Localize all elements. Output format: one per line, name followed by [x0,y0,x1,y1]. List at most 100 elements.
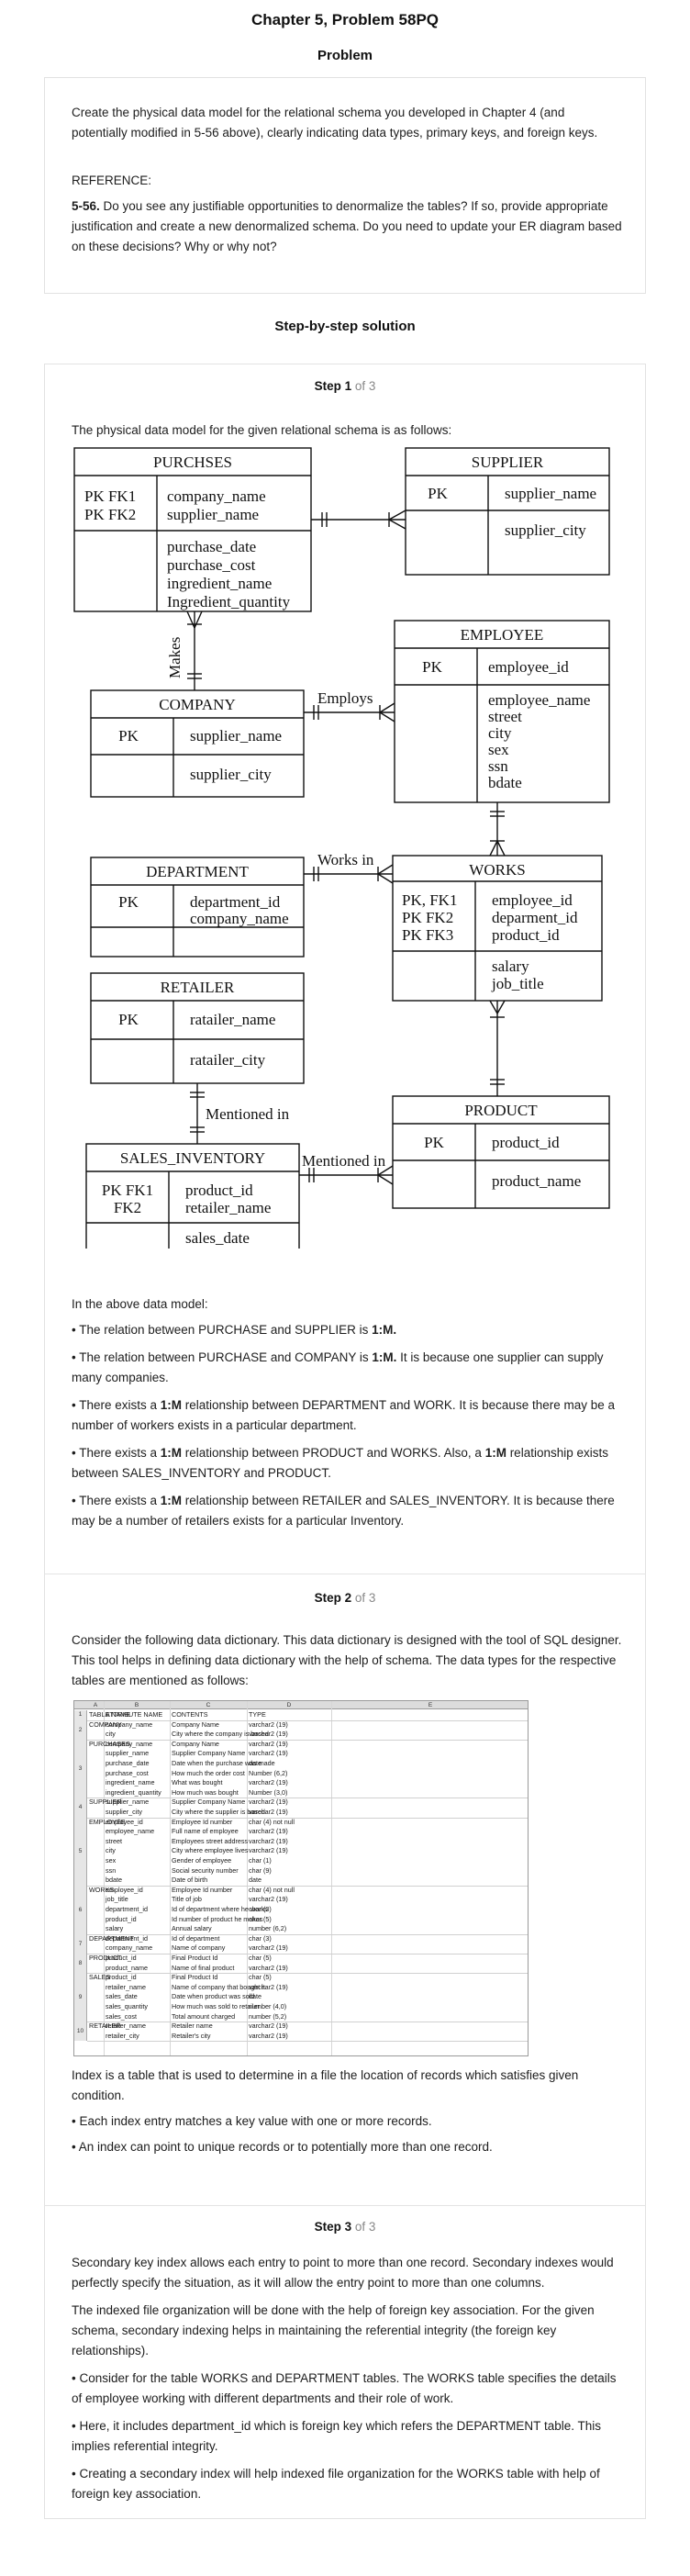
product-key1: PK [424,1134,444,1151]
dict-table-name: DEPARTMENT [89,1933,134,1943]
retailer-title: RETAILER [161,979,235,996]
dict-attribute-name: employee_name [106,1827,155,1836]
dict-type: varchar2 (19) [249,1827,288,1836]
employee-attr-ssn: ssn [488,757,508,775]
step3-p1: Secondary key index allows each entry to… [72,2256,614,2290]
dict-contents: City where the company is based [172,1730,269,1739]
dict-type: char (1) [249,1856,272,1865]
company-entity [90,689,305,798]
dict-attribute-name: sales_cost [106,2011,137,2021]
product-attr-id: product_id [492,1134,560,1151]
row-number: 10 [74,2022,87,2042]
purchses-supplier-relationship [311,510,406,530]
department-attr-id: department_id [190,893,281,911]
dict-type: Number (3,0) [249,1787,288,1797]
dict-contents: Date when product was sold [172,1992,255,2001]
company-attr-supplier-name: supplier_name [190,727,282,745]
grid-line [87,1933,528,1935]
purchses-attr-purchase-date: purchase_date [167,538,256,555]
dict-type: char (5) [249,1914,272,1923]
sales-inventory-title: SALES_INVENTORY [120,1149,265,1167]
step3-p3: • Consider for the table WORKS and DEPAR… [72,2371,617,2405]
step2-intro: Consider the following data dictionary. … [72,1633,622,1687]
product-title: PRODUCT [464,1102,538,1119]
employee-attr-city: city [488,724,512,742]
product-entity [392,1095,610,1209]
dict-contents: How much was bought [172,1787,239,1797]
step3-p2: The indexed file organization will be do… [72,2303,595,2358]
employee-attr-bdate: bdate [488,774,522,791]
dict-type: char (4) not null [249,1885,295,1894]
dict-type: date [249,1992,262,2001]
sales-attr-product-id: product_id [185,1182,253,1199]
row-number: 2 [74,1719,87,1740]
dict-contents: Total amount charged [172,2011,236,2021]
step1-bullet-3: • There exists a 1:M relationship betwee… [72,1398,615,1432]
problem-card [44,77,646,294]
works-key3: PK FK3 [402,926,453,944]
purchses-attr-company-name: company_name [167,487,266,505]
dict-attribute-name: job_title [106,1895,128,1904]
dict-table-name: EMPLOYEE [89,1817,126,1826]
employs-label: Employs [317,689,373,707]
works-attr-product-id: product_id [492,926,560,944]
dict-contents: City where employee lives [172,1846,249,1855]
dict-contents: Full name of employee [172,1827,239,1836]
grid-line [87,1719,528,1721]
dict-header-cell: TABLE NAME [89,1710,130,1719]
er-diagram: PURCHSES PK FK1 PK FK2 company_name supp… [72,444,615,1284]
dict-table-name: COMPANY [89,1719,122,1729]
dict-type: varchar2 (19) [249,1895,288,1904]
dict-attribute-name: sex [106,1856,117,1865]
dict-table-name: SUPPLIER [89,1798,122,1807]
dict-type: varchar2 (19) [249,1778,288,1787]
page-title: Chapter 5, Problem 58PQ [250,11,440,28]
column-letter-header: E [331,1701,528,1709]
dict-attribute-name: company_name [106,1739,153,1748]
dict-type: varchar2 (19) [249,1730,288,1739]
reference-body: Do you see any justifiable opportunities… [72,199,622,253]
purchses-attr-ingredient-quantity: Ingredient_quantity [167,593,291,610]
dict-attribute-name: retailer_name [106,2022,146,2031]
mentioned-in-label-2: Mentioned in [302,1152,386,1170]
dict-table-name: WORKS [89,1885,115,1894]
dict-table-name: SALES [89,1973,111,1982]
grid-line [87,2041,528,2043]
dict-header-cell: ATTRIBUTE NAME [106,1710,163,1719]
employee-title: EMPLOYEE [461,626,544,644]
dict-attribute-name: retailer_name [106,1982,146,1991]
dict-contents: Supplier Company Name [172,1798,246,1807]
step-3-label: Step 3 [314,2220,352,2234]
grid-line [87,1817,528,1819]
dict-contents: City where the supplier is based [172,1808,265,1816]
purchses-attr-supplier-name: supplier_name [167,506,259,523]
step-3-of: of 3 [354,2220,376,2234]
works-title: WORKS [469,861,525,879]
works-product-relationship [489,1000,506,1096]
dict-type: varchar2 (19) [249,1982,288,1991]
dict-type: varchar2 (19) [249,1719,288,1729]
step-1-header: Step 1 of 3 [44,379,646,393]
row-number: 3 [74,1739,87,1798]
dict-attribute-name: retailer_city [106,2031,139,2040]
grid-line [170,1701,171,2055]
problem-heading: Problem [317,48,373,63]
dict-type: varchar2 (19) [249,1739,288,1748]
dict-contents: Supplier Company Name [172,1749,246,1758]
dict-attribute-name: employee_id [106,1817,143,1826]
dict-contents: How much the order cost [172,1768,245,1777]
row-number: 4 [74,1798,87,1818]
supplier-attr-city: supplier_city [505,521,586,539]
dict-type: number (5,2) [249,2011,287,2021]
dict-contents: Employees street address [172,1836,249,1845]
grid-line [104,1701,105,2055]
dict-contents: Gender of employee [172,1856,232,1865]
column-letter-header: A [87,1701,104,1709]
step-3-header: Step 3 of 3 [44,2220,646,2234]
dict-header-cell: TYPE [249,1710,266,1719]
step2-p3: • An index can point to unique records o… [72,2140,493,2154]
dict-attribute-name: salary [106,1924,124,1933]
dict-type: Number (6,2) [249,1768,288,1777]
supplier-attr-name: supplier_name [505,485,596,502]
dict-attribute-name: department_id [106,1933,148,1943]
